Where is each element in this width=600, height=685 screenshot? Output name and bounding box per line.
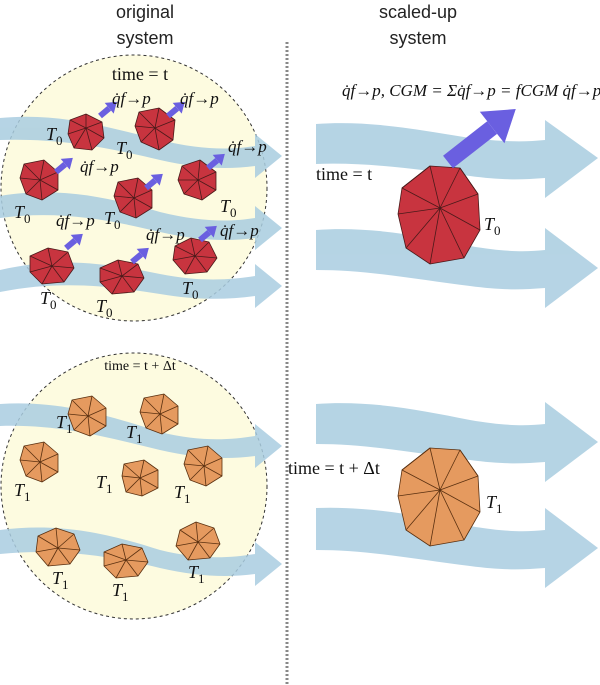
temperature-labels-T1: T1 T1 T1 T1 T1 T1 T1 T1 <box>14 412 205 604</box>
T1-label-4: T1 <box>96 472 113 496</box>
T0-label-6: T0 <box>40 288 57 312</box>
heat-flux-arrows-small <box>54 101 225 265</box>
T0-label-2: T0 <box>116 138 133 162</box>
particle-cool-scaled <box>397 447 481 547</box>
time-label-t-dt-scaled: time = t + Δt <box>288 458 380 478</box>
flux-arrow-8 <box>198 225 217 243</box>
T0-label-scaled: T0 <box>484 214 501 238</box>
time-label-t-original: time = t <box>112 64 168 84</box>
T1-label-1: T1 <box>56 412 73 436</box>
particles-hot <box>19 107 218 295</box>
flux-label-4: q̇f→p <box>228 137 267 156</box>
particles-cool <box>19 393 223 579</box>
T0-label-1: T0 <box>46 124 63 148</box>
T1-label-7: T1 <box>112 580 129 604</box>
T0-label-3: T0 <box>14 202 31 226</box>
T1-label-2: T1 <box>126 422 143 446</box>
flux-arrow-3 <box>54 157 73 175</box>
particle-hot-6 <box>29 247 75 285</box>
particle-cool-4 <box>121 459 159 497</box>
T1-label-3: T1 <box>14 480 31 504</box>
flux-arrow-1 <box>98 101 117 119</box>
time-label-t-dt-original: time = t + Δt <box>104 359 176 374</box>
flux-label-2: q̇f→p <box>180 89 219 108</box>
particle-cool-1 <box>67 395 107 437</box>
fluid-flow-streams-scaled-bottom <box>316 402 598 588</box>
T1-label-5: T1 <box>174 482 191 506</box>
flux-label-5: q̇f→p <box>56 211 95 230</box>
T1-label-8: T1 <box>188 562 205 586</box>
T0-label-7: T0 <box>96 296 113 320</box>
flux-arrow-7 <box>130 247 149 265</box>
flux-label-1: q̇f→p <box>112 89 151 108</box>
heat-flux-labels-small: q̇f→p q̇f→p q̇f→p q̇f→p q̇f→p q̇f→p q̇f→… <box>56 89 267 244</box>
T1-label-scaled: T1 <box>486 492 503 516</box>
T0-label-8: T0 <box>182 278 199 302</box>
flux-arrow-5 <box>206 153 225 171</box>
particle-hot-2 <box>134 107 176 151</box>
T1-label-6: T1 <box>52 568 69 592</box>
temperature-labels-T0: T0 T0 T0 T0 T0 T0 T0 T0 <box>14 124 237 320</box>
particle-hot-4 <box>113 177 153 219</box>
particle-hot-1 <box>67 113 105 151</box>
scaled-system-header-line2: system <box>389 28 446 48</box>
particle-hot-5 <box>177 159 217 201</box>
particle-cool-2 <box>139 393 179 435</box>
particle-cool-8 <box>175 521 221 561</box>
flux-label-6: q̇f→p <box>146 225 185 244</box>
original-system-header-line2: system <box>116 28 173 48</box>
flux-label-3: q̇f→p <box>80 157 119 176</box>
T0-label-5: T0 <box>220 196 237 220</box>
T0-label-4: T0 <box>104 208 121 232</box>
particle-hot-8 <box>172 237 218 275</box>
flux-arrow-4 <box>144 173 163 191</box>
flux-arrow-6 <box>64 233 83 251</box>
particle-hot-scaled <box>397 165 481 265</box>
flux-arrow-2 <box>166 101 185 119</box>
heat-flux-arrow-large <box>443 109 516 169</box>
original-system-header-line1: original <box>116 2 174 22</box>
particle-cool-3 <box>19 441 59 483</box>
cgm-heat-flux-equation: q̇f→p, CGM = Σq̇f→p = fCGM q̇f→p <box>342 81 600 100</box>
time-label-t-scaled: time = t <box>316 164 372 184</box>
scaled-system-header-line1: scaled-up <box>379 2 457 22</box>
particle-hot-7 <box>99 259 145 295</box>
particle-cool-6 <box>35 527 81 567</box>
particle-hot-3 <box>19 159 59 201</box>
particle-cool-7 <box>103 543 149 579</box>
flux-label-7: q̇f→p <box>220 221 259 240</box>
particle-cool-5 <box>183 445 223 487</box>
